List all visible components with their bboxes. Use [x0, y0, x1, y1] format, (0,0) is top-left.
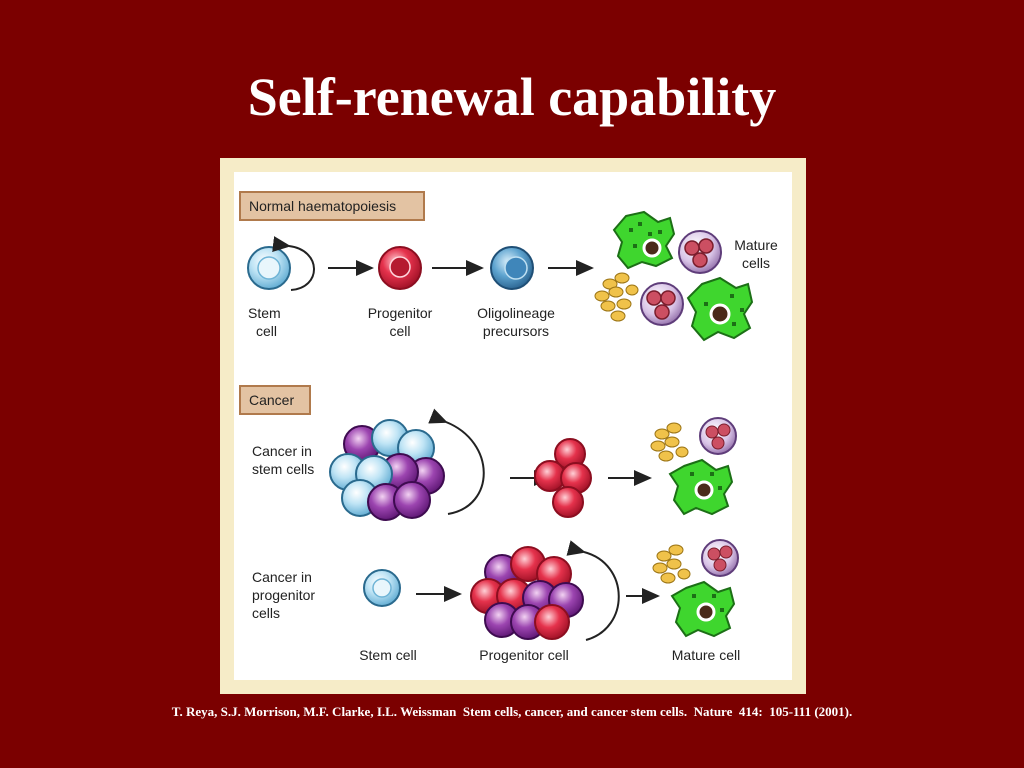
green-cell-nucleus — [642, 238, 662, 258]
cancer-stem-cell-cluster — [329, 419, 445, 521]
stem-cell-nucleus — [257, 256, 281, 280]
slide-title: Self-renewal capability — [247, 67, 777, 127]
cancer-progenitor-self-renewal-arrow — [566, 540, 620, 641]
cancer-stem-self-renewal-arrow — [428, 408, 485, 515]
label-progenitor-cell-bottom: Progenitor cell — [479, 647, 569, 663]
mature-cells-cancer-1 — [650, 417, 737, 516]
cancer-progenitor-cluster — [470, 546, 584, 640]
progenitor-cluster-1 — [534, 438, 592, 518]
green-granulocyte — [612, 210, 676, 270]
label-mature-cell-bottom: Mature cell — [672, 647, 740, 663]
mature-cells-cancer-2 — [652, 539, 739, 638]
diagram-panel: Normal haematopoiesis — [234, 172, 792, 680]
precursor-nucleus — [504, 256, 528, 280]
tag-normal-haematopoiesis: Normal haematopoiesis — [239, 191, 425, 221]
diagram-frame: Normal haematopoiesis — [220, 158, 806, 694]
haematopoiesis-diagram: Normal haematopoiesis — [239, 191, 778, 663]
tag-cancer-label: Cancer — [249, 392, 294, 408]
tag-normal-label: Normal haematopoiesis — [249, 198, 396, 214]
tag-cancer: Cancer — [239, 385, 311, 415]
citation: T. Reya, S.J. Morrison, M.F. Clarke, I.L… — [171, 704, 853, 719]
mature-cells-cluster — [594, 210, 754, 342]
self-renewal-arrow — [272, 236, 315, 291]
progenitor-cell-nucleus — [389, 256, 411, 278]
platelet-cluster-normal — [594, 272, 639, 322]
label-stem-cell-bottom: Stem cell — [359, 647, 417, 663]
